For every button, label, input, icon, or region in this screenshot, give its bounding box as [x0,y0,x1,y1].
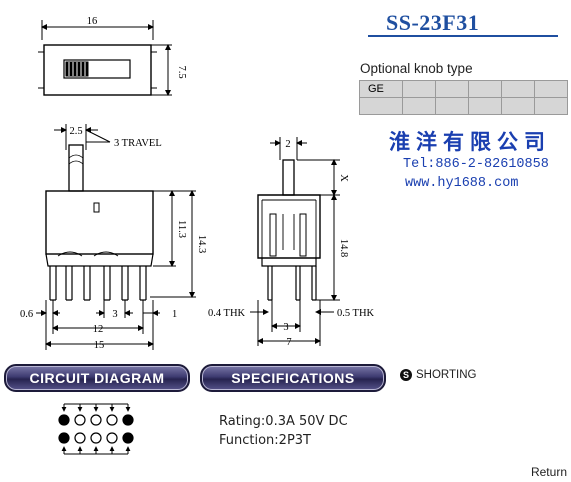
company-name: 淮洋有限公司 [389,129,551,154]
front-h1-dim: 11.3 [176,220,187,238]
front-left-offset-dim: 0.6 [20,309,33,320]
top-view [38,20,172,96]
front-view [36,124,196,350]
circuit-contact-filled [122,414,134,426]
spec-rating: Rating:0.3A 50V DC [219,414,348,429]
side-knob-height-dim: X [338,174,349,182]
company-tel: Tel:886-2-82610858 [403,157,549,172]
shorting-icon: S [400,369,412,381]
circuit-contact [74,414,86,426]
technical-drawing: 16 7.5 2.5 3 TRAVEL 11.3 14.3 0.6 3 1 12… [20,16,375,351]
circuit-diagram [58,403,134,455]
top-height-dim: 7.5 [176,65,187,78]
side-right-thk-dim: 0.5 THK [337,308,375,319]
title-underline [368,35,558,37]
front-knob-width-dim: 2.5 [69,126,82,137]
side-view [250,137,340,346]
front-pitch-dim: 3 [112,309,117,320]
circuit-contact [106,432,118,444]
side-knob-width-dim: 2 [285,139,290,150]
front-h2-dim: 14.3 [196,235,207,253]
circuit-contact-filled [58,414,70,426]
side-pitch-dim: 3 [283,322,288,333]
front-span-dim: 12 [93,324,104,335]
return-link[interactable]: Return [530,465,567,479]
top-width-dim: 16 [87,16,98,27]
spec-function: Function:2P3T [219,433,311,448]
shorting-label: SHORTING [416,369,477,381]
circuit-diagram-button[interactable]: CIRCUIT DIAGRAM [4,364,190,392]
side-height-dim: 14.8 [338,239,349,257]
circuit-contact [106,414,118,426]
circuit-contact-filled [58,432,70,444]
side-width-dim: 7 [286,337,291,348]
company-website-link[interactable]: www.hy1688.com [405,176,519,191]
shorting-legend: S SHORTING [400,369,477,381]
model-title: SS-23F31 [386,10,480,35]
knob-type-table: GE [359,80,568,115]
front-total-length-dim: 15 [94,340,105,351]
specifications-button[interactable]: SPECIFICATIONS [200,364,386,392]
front-right-offset-dim: 1 [172,309,177,320]
circuit-contact-filled [122,432,134,444]
circuit-contact [90,414,102,426]
optional-knob-label: Optional knob type [360,61,473,76]
knob-type-cell[interactable] [534,97,568,115]
circuit-contact [74,432,86,444]
side-left-thk-dim: 0.4 THK [208,308,246,319]
circuit-contact [90,432,102,444]
knob-type-row [359,97,568,115]
front-travel-dim: 3 TRAVEL [114,138,162,149]
